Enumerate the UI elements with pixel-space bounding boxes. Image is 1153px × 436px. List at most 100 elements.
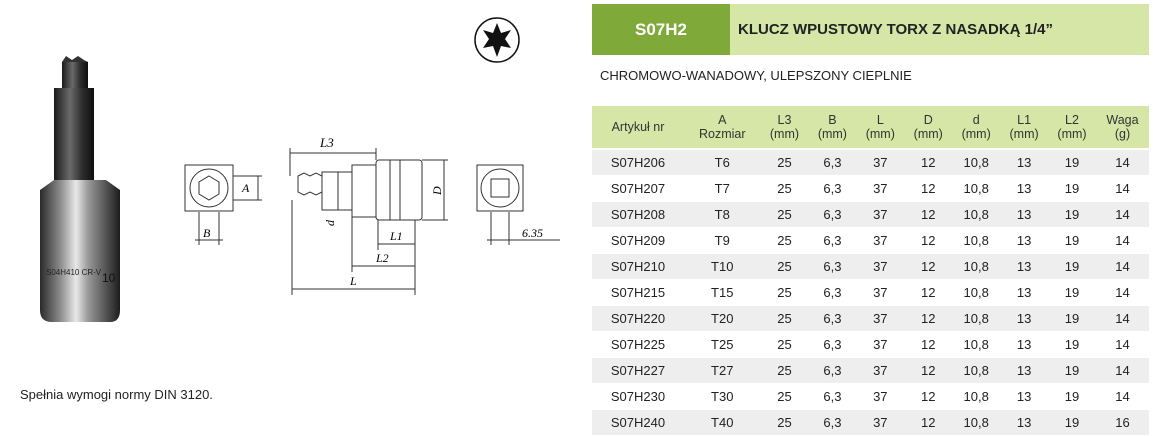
table-cell: 25 <box>760 149 809 176</box>
dim-label-l2: L2 <box>375 251 389 265</box>
table-cell: 25 <box>760 201 809 228</box>
table-cell: 13 <box>1000 253 1049 280</box>
end-view-right <box>476 164 560 245</box>
table-cell: 19 <box>1048 409 1096 436</box>
table-cell: T25 <box>684 331 761 358</box>
table-cell: 37 <box>856 201 905 228</box>
column-header-label: L <box>876 113 884 127</box>
table-cell: 6,3 <box>808 149 857 176</box>
table-cell: 6,3 <box>808 331 857 358</box>
table-cell: 12 <box>904 305 953 332</box>
table-cell: 6,3 <box>808 357 857 384</box>
table-cell: 14 <box>1095 279 1149 306</box>
table-cell: 37 <box>856 357 905 384</box>
column-header-unit: (g) <box>1114 127 1131 141</box>
product-illustration-area: S04H410 CR-V 10 A B <box>20 17 560 402</box>
table-cell: 37 <box>856 253 905 280</box>
table-cell: 25 <box>760 305 809 332</box>
tool-marking-size: 10 <box>102 271 116 285</box>
table-cell: S07H240 <box>592 409 684 436</box>
table-cell: 25 <box>760 357 809 384</box>
column-header: L1(mm) <box>1000 106 1049 150</box>
table-cell: T15 <box>684 279 761 306</box>
table-cell: 14 <box>1095 253 1149 280</box>
column-header: L2(mm) <box>1048 106 1096 150</box>
table-cell: 6,3 <box>808 279 857 306</box>
column-header: d(mm) <box>952 106 1001 150</box>
table-cell: 25 <box>760 227 809 254</box>
table-cell: 12 <box>904 253 953 280</box>
product-title: KLUCZ WPUSTOWY TORX Z NASADKĄ 1/4” <box>730 4 1149 55</box>
table-cell: 37 <box>856 305 905 332</box>
table-cell: 14 <box>1095 149 1149 176</box>
table-cell: 37 <box>856 331 905 358</box>
table-cell: 19 <box>1048 201 1096 228</box>
table-cell: 13 <box>1000 383 1049 410</box>
column-header-label: L1 <box>1017 113 1032 127</box>
column-header-label: B <box>828 113 837 127</box>
table-cell: 12 <box>904 279 953 306</box>
table-cell: 13 <box>1000 331 1049 358</box>
table-cell: S07H209 <box>592 227 684 254</box>
dim-label-l1: L1 <box>389 229 403 243</box>
column-header-label: Artykuł nr <box>611 120 665 134</box>
table-cell: 19 <box>1048 305 1096 332</box>
table-cell: T27 <box>684 357 761 384</box>
table-cell: 13 <box>1000 279 1049 306</box>
table-cell: S07H207 <box>592 175 684 202</box>
table-cell: 6,3 <box>808 253 857 280</box>
table-cell: S07H208 <box>592 201 684 228</box>
table-cell: 12 <box>904 149 953 176</box>
table-cell: 19 <box>1048 253 1096 280</box>
table-cell: 37 <box>856 149 905 176</box>
table-cell: T9 <box>684 227 761 254</box>
product-subtitle: CHROMOWO-WANADOWY, ULEPSZONY CIEPLNIE <box>600 68 912 83</box>
column-header-unit: (mm) <box>817 127 847 141</box>
column-header-label: L2 <box>1065 113 1079 127</box>
column-header-unit: Rozmiar <box>698 127 746 141</box>
table-cell: 12 <box>904 227 953 254</box>
table-cell: 37 <box>856 175 905 202</box>
table-cell: 14 <box>1095 357 1149 384</box>
tool-photo: S04H410 CR-V 10 <box>40 56 120 322</box>
dim-label-l: L <box>349 274 357 288</box>
table-cell: 19 <box>1048 331 1096 358</box>
table-cell: T30 <box>684 383 761 410</box>
table-cell: 37 <box>856 409 905 436</box>
table-cell: 13 <box>1000 201 1049 228</box>
table-cell: 12 <box>904 383 953 410</box>
column-header-label: d <box>972 113 980 127</box>
table-cell: 19 <box>1048 227 1096 254</box>
table-cell: 13 <box>1000 305 1049 332</box>
table-cell: 13 <box>1000 149 1049 176</box>
spec-panel: S07H2 KLUCZ WPUSTOWY TORX Z NASADKĄ 1/4”… <box>592 4 1149 436</box>
table-cell: 10,8 <box>952 305 1001 332</box>
table-cell: 12 <box>904 175 953 202</box>
table-cell: 10,8 <box>952 253 1001 280</box>
table-cell: 10,8 <box>952 149 1001 176</box>
column-header: D(mm) <box>904 106 953 150</box>
table-cell: 14 <box>1095 305 1149 332</box>
column-header-unit: (mm) <box>769 127 800 141</box>
table-cell: 25 <box>760 279 809 306</box>
table-cell: 6,3 <box>808 409 857 436</box>
column-header-label: L3 <box>777 113 792 127</box>
table-cell: T6 <box>684 149 761 176</box>
table-cell: T8 <box>684 201 761 228</box>
column-header: Waga(g) <box>1095 106 1149 150</box>
table-cell: S07H227 <box>592 357 684 384</box>
table-cell: 6,3 <box>808 175 857 202</box>
table-cell: T10 <box>684 253 761 280</box>
table-cell: 10,8 <box>952 331 1001 358</box>
